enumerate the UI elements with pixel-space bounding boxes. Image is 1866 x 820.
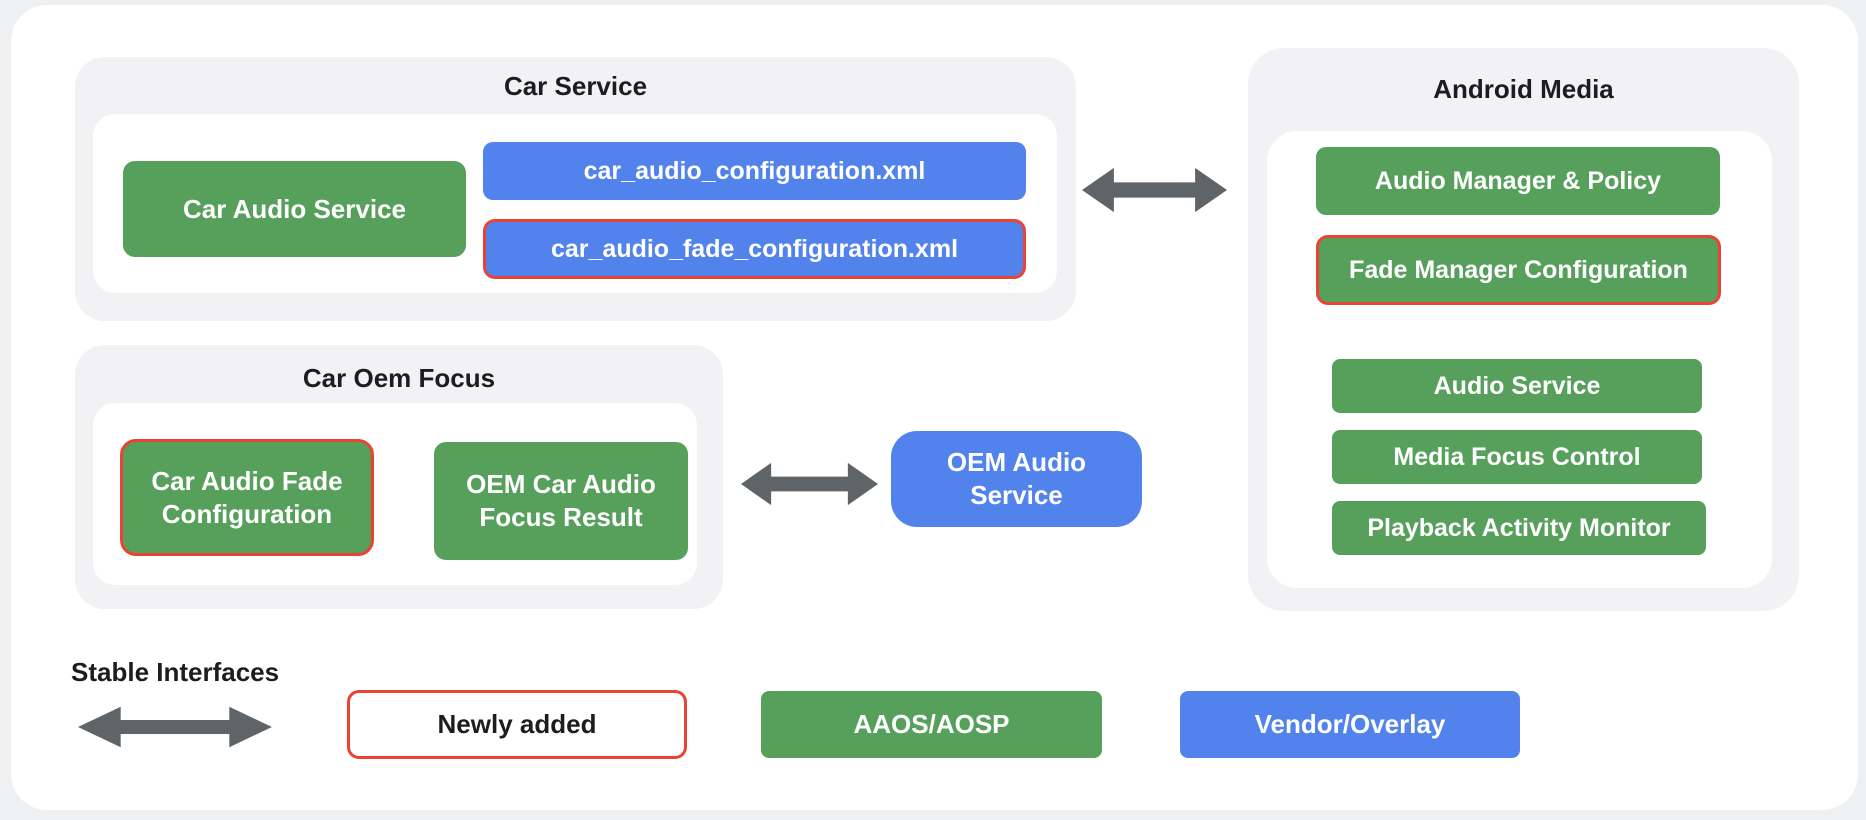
android-media-title: Android Media [1433,74,1614,104]
audio-manager-policy-box: Audio Manager & Policy [1316,147,1720,215]
oem-audio-service-box: OEM Audio Service [891,431,1142,527]
car-service-title: Car Service [503,71,648,101]
legend-vendor-overlay-box: Vendor/Overlay [1180,691,1520,758]
oem-car-audio-focus-result-box: OEM Car Audio Focus Result [434,442,688,560]
double-arrow-icon [741,461,878,507]
car-audio-service-box: Car Audio Service [123,161,466,257]
playback-activity-monitor-box: Playback Activity Monitor [1332,501,1706,555]
legend-aaos-aosp-box: AAOS/AOSP [761,691,1102,758]
panel-car-service: Car Service Car Audio Service car_audio_… [75,57,1076,321]
panel-car-oem-focus: Car Oem Focus Car Audio Fade Configurati… [75,345,723,609]
stable-interfaces-arrow-icon [78,705,272,749]
fade-manager-configuration-box: Fade Manager Configuration [1316,235,1721,305]
double-arrow-icon [1082,166,1227,214]
car-audio-configuration-xml-box: car_audio_configuration.xml [483,142,1026,200]
car-audio-fade-configuration-box: Car Audio Fade Configuration [120,439,374,556]
car-audio-fade-configuration-xml-box: car_audio_fade_configuration.xml [483,219,1026,279]
stable-interfaces-label: Stable Interfaces [71,657,280,687]
car-oem-focus-title: Car Oem Focus [302,363,496,393]
media-focus-control-box: Media Focus Control [1332,430,1702,484]
legend-newly-added-box: Newly added [347,690,687,759]
panel-android-media: Android Media Audio Manager & Policy Fad… [1248,48,1799,611]
audio-service-box: Audio Service [1332,359,1702,413]
